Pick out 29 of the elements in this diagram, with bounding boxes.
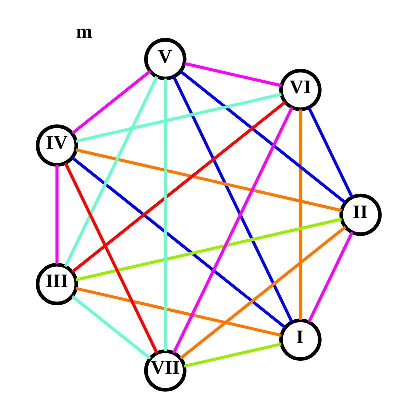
connector — [76, 148, 342, 212]
node-circle: IV — [36, 124, 78, 167]
connector — [76, 93, 282, 143]
connector — [308, 107, 354, 198]
connector — [64, 162, 158, 354]
connector — [164, 78, 168, 352]
connector — [71, 156, 286, 329]
node-circle: II — [340, 194, 382, 236]
connector — [172, 76, 294, 324]
connector — [72, 101, 286, 274]
connector — [308, 232, 354, 323]
node-circle: VII — [144, 350, 187, 392]
connector — [76, 218, 342, 282]
node-circle: V — [144, 38, 187, 81]
connector — [56, 165, 59, 264]
connector — [184, 62, 282, 88]
connector — [299, 110, 302, 320]
connector — [72, 296, 152, 360]
connector — [72, 70, 152, 135]
connector — [64, 76, 158, 268]
connector — [180, 226, 346, 360]
connector — [172, 107, 294, 354]
connector — [76, 287, 282, 338]
label: m — [76, 22, 93, 44]
connector — [184, 342, 282, 368]
node-circle: VI — [279, 69, 322, 112]
node-circle: I — [279, 318, 322, 362]
connector — [180, 70, 346, 204]
node-circle: III — [36, 263, 78, 306]
